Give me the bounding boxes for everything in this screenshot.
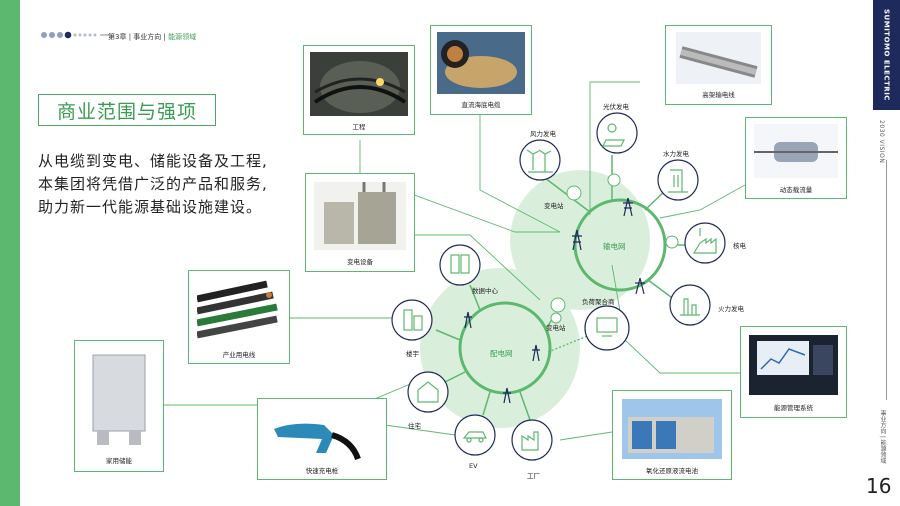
card-redox-battery[interactable]: 氧化还原液流电池: [612, 390, 732, 480]
description-line: 本集团将凭借广泛的产品和服务,: [38, 175, 268, 193]
brand-bar: [873, 0, 900, 110]
thermal-icon: [669, 284, 711, 326]
page-title: 商业范围与强项: [38, 94, 216, 126]
card-redox-caption: 氧化还原液流电池: [646, 467, 698, 475]
solar-label: 光伏发电: [603, 103, 629, 111]
thermal-label: 火力发电: [718, 305, 744, 313]
card-charging-gun[interactable]: 快速充电枪: [257, 398, 387, 480]
breadcrumb-current: 能源领域: [168, 33, 197, 41]
home-label: 住宅: [408, 422, 421, 430]
load-aggregator-icon: [584, 305, 630, 351]
card-dynamic-caption: 动态载流量: [779, 186, 813, 194]
card-dynamic-rating[interactable]: 动态载流量: [745, 117, 847, 199]
vision-label: 2030 VISION: [878, 120, 885, 164]
tower-icon: [464, 197, 645, 404]
breadcrumb-chapter[interactable]: 第3章: [108, 33, 127, 41]
load-aggregator-label: 负荷聚合商: [582, 298, 615, 306]
card-overhead-line[interactable]: 高架输电线: [665, 25, 772, 105]
industrial-cable-image: [197, 279, 281, 343]
card-home-storage[interactable]: 家用储能: [74, 340, 164, 472]
building-label: 楼宇: [406, 350, 419, 358]
description-line: 从电缆到变电、储能设备及工程,: [38, 152, 268, 170]
wind-label: 风力发电: [530, 130, 556, 138]
tunnel-image: [310, 52, 408, 116]
distribution-label: 配电网: [490, 349, 513, 358]
substation-top-label: 变电站: [544, 202, 564, 210]
card-industrial-caption: 产业用电线: [222, 351, 256, 359]
factory-icon: [511, 419, 553, 461]
ev-icon: [454, 414, 496, 456]
card-industrial-cable[interactable]: 产业用电线: [188, 270, 290, 364]
card-energy-management-caption: 能源管理系统: [774, 404, 813, 412]
data-center-icon: [439, 244, 481, 286]
card-submarine-cable[interactable]: 直流海底电缆: [430, 25, 532, 115]
card-engineering-caption: 工程: [352, 123, 366, 131]
energy-management-image: [749, 335, 838, 395]
description-line: 助力新一代能源基础设施建设。: [38, 198, 263, 216]
ev-label: EV: [469, 462, 478, 470]
nuclear-icon: [684, 222, 726, 264]
card-energy-management[interactable]: 能源管理系统: [740, 326, 847, 418]
brand-name: SUMITOMO ELECTRIC: [882, 9, 891, 101]
right-divider: [886, 160, 887, 400]
breadcrumb-section[interactable]: 事业方向: [133, 33, 162, 41]
submarine-cable-image: [437, 32, 525, 94]
wind-icon: [519, 139, 561, 181]
factory-label: 工厂: [527, 472, 540, 480]
left-accent-bar: [0, 0, 20, 506]
redox-battery-image: [622, 399, 722, 459]
transmission-halo: [510, 170, 650, 310]
dynamic-rating-image: [754, 124, 838, 178]
nuclear-label: 核电: [733, 242, 746, 250]
substation-icon: [550, 173, 679, 324]
data-center-label: 数据中心: [472, 287, 498, 295]
transmission-label: 输电网: [603, 242, 626, 251]
home-icon: [407, 371, 449, 413]
card-submarine-caption: 直流海底电缆: [461, 101, 501, 109]
overhead-line-image: [676, 32, 761, 84]
home-storage-image: [92, 354, 146, 445]
page-number: 16: [866, 474, 892, 498]
card-substation-caption: 变电设备: [347, 258, 373, 266]
card-charging-gun-caption: 快速充电枪: [305, 467, 339, 475]
card-overhead-caption: 高架输电线: [702, 91, 735, 99]
substation-mid-label: 变电站: [546, 324, 566, 332]
side-nav-label: 事业方向 | 能源领域: [879, 410, 886, 464]
distribution-halo: [420, 268, 580, 428]
card-substation-equipment[interactable]: 变电设备: [305, 173, 415, 272]
description: 从电缆到变电、储能设备及工程, 本集团将凭借广泛的产品和服务, 助力新一代能源基…: [38, 150, 268, 219]
charging-gun-image: [268, 407, 376, 461]
breadcrumb: 第3章 | 事业方向 | 能源领域: [108, 33, 197, 41]
card-engineering[interactable]: 工程: [303, 45, 415, 135]
solar-icon: [596, 112, 638, 154]
progress-dots: [41, 31, 110, 39]
card-home-storage-caption: 家用储能: [106, 457, 132, 465]
substation-equipment-image: [314, 182, 406, 250]
hydro-label: 水力发电: [663, 150, 689, 158]
